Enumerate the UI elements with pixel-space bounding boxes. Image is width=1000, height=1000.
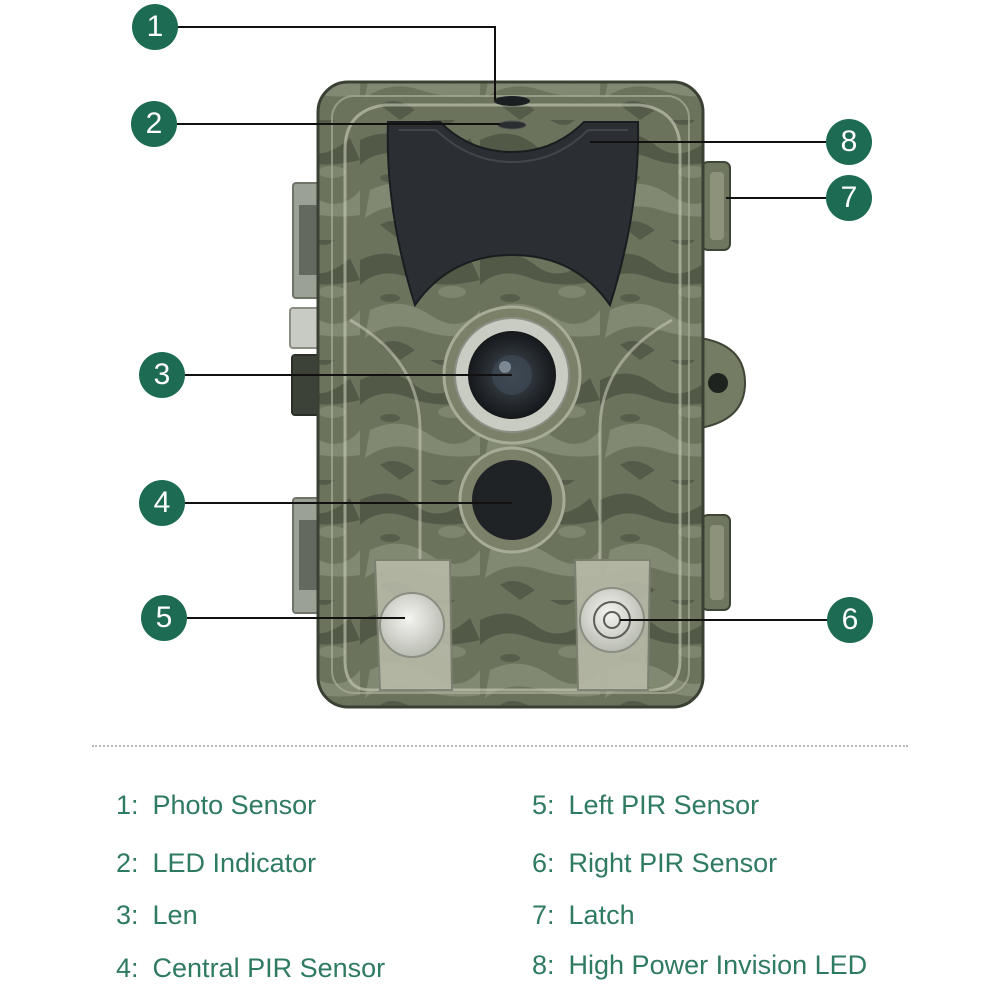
legend-number: 4:	[116, 953, 139, 983]
legend-text: Left PIR Sensor	[568, 790, 760, 820]
legend-item-3: 3: Len	[116, 900, 198, 931]
right-latches	[699, 161, 747, 611]
legend-text: High Power Invision LED	[568, 950, 868, 980]
legend-item-6: 6: Right PIR Sensor	[532, 848, 777, 879]
legend-item-7: 7: Latch	[532, 900, 635, 931]
legend-number: 3:	[116, 900, 139, 930]
marker-8: 8	[826, 119, 872, 165]
marker-4: 4	[139, 480, 185, 526]
leader-line-1	[177, 26, 496, 100]
section-divider	[92, 745, 908, 747]
marker-2: 2	[131, 101, 177, 147]
legend-text: LED Indicator	[152, 848, 317, 878]
right-pir-sensor-icon	[573, 559, 652, 691]
marker-6: 6	[827, 597, 873, 643]
left-pir-sensor-icon	[373, 559, 454, 691]
led-indicator-icon	[497, 120, 527, 130]
marker-5: 5	[141, 595, 187, 641]
photo-sensor-icon	[494, 96, 530, 106]
ir-led-panel	[386, 121, 640, 308]
legend-text: Right PIR Sensor	[568, 848, 778, 878]
marker-3: 3	[139, 352, 185, 398]
marker-1: 1	[132, 4, 178, 50]
legend-number: 2:	[116, 848, 139, 878]
legend-item-2: 2: LED Indicator	[116, 848, 316, 879]
leader-lines	[177, 26, 827, 621]
legend-text: Latch	[568, 900, 635, 930]
legend-number: 6:	[532, 848, 555, 878]
legend-number: 7:	[532, 900, 555, 930]
legend-text: Len	[152, 900, 198, 930]
legend-number: 5:	[532, 790, 555, 820]
legend-item-5: 5: Left PIR Sensor	[532, 790, 759, 821]
legend-number: 1:	[116, 790, 139, 820]
marker-7: 7	[826, 175, 872, 221]
legend-text: Central PIR Sensor	[152, 953, 386, 983]
legend-item-1: 1: Photo Sensor	[116, 790, 316, 821]
legend-text: Photo Sensor	[152, 790, 317, 820]
legend-item-8: 8: High Power Invision LED	[532, 950, 867, 981]
central-pir-sensor-icon	[458, 446, 566, 554]
legend-number: 8:	[532, 950, 555, 980]
legend-item-4: 4: Central PIR Sensor	[116, 953, 385, 984]
